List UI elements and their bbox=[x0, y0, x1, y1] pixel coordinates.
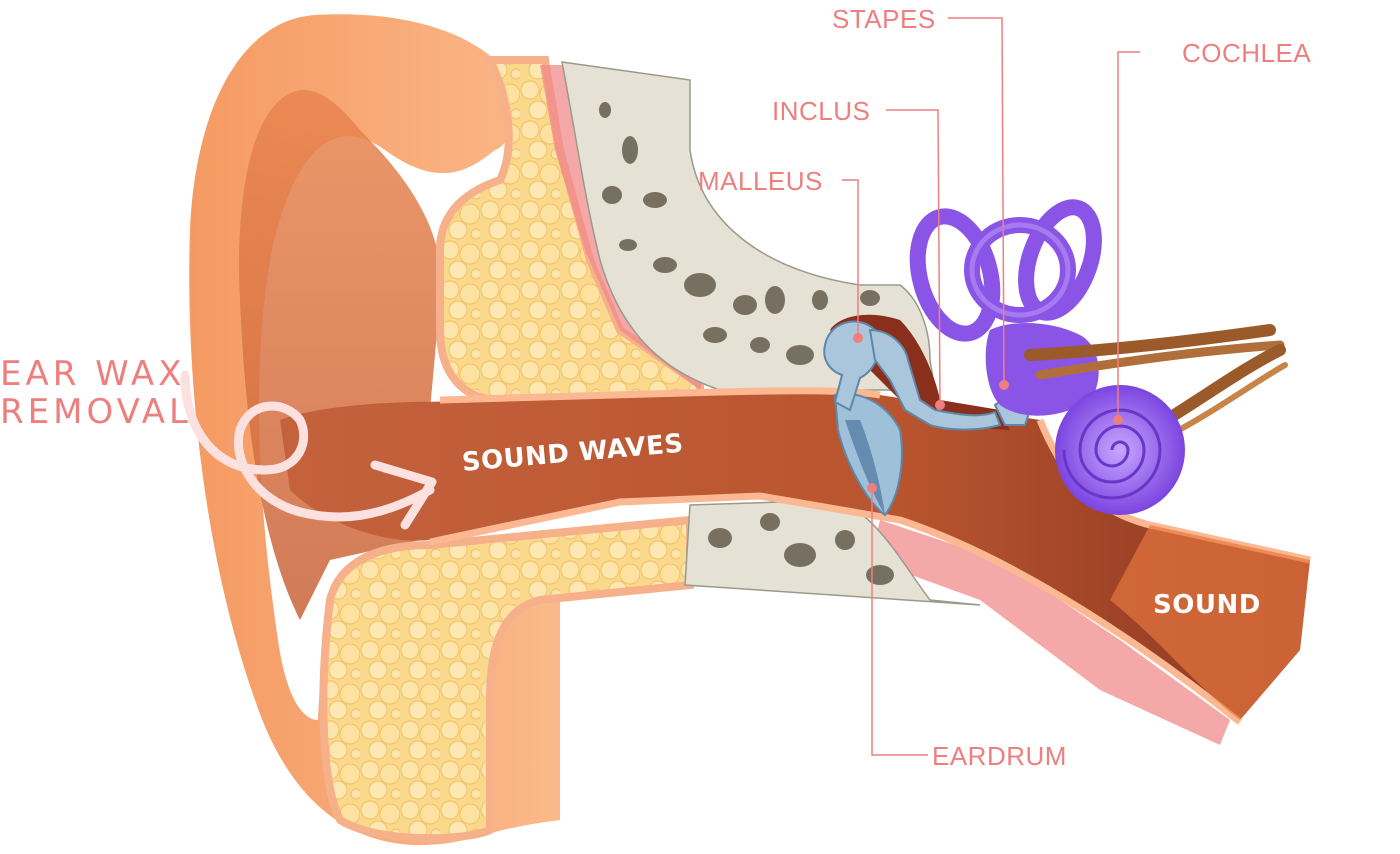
label-sound: SOUND bbox=[1153, 590, 1261, 620]
label-ear-wax-line2: REMOVAL bbox=[0, 392, 192, 432]
leader-dots bbox=[853, 333, 1123, 493]
vestibule bbox=[985, 323, 1099, 416]
incus-bone bbox=[868, 328, 1002, 431]
label-inclus: INCLUS bbox=[772, 96, 871, 126]
canal-outline-bottom bbox=[429, 492, 1243, 725]
label-stapes: STAPES bbox=[832, 4, 936, 34]
bone-pores-lower bbox=[708, 513, 894, 585]
ear-wax-arrow bbox=[180, 370, 437, 530]
lower-muscle bbox=[870, 520, 1230, 745]
malleus-bone bbox=[823, 320, 880, 412]
label-eardrum: EARDRUM bbox=[932, 741, 1067, 771]
label-ear-wax-removal: EAR WAX REMOVAL bbox=[0, 355, 192, 431]
canal-outline-top bbox=[439, 387, 881, 404]
bone-pores-upper bbox=[599, 102, 880, 365]
cochlea-shape bbox=[1055, 385, 1185, 515]
ear-canal bbox=[280, 391, 1310, 720]
inner-canal-shade bbox=[1110, 525, 1310, 720]
leader-lines bbox=[842, 17, 1140, 756]
label-cochlea: COCHLEA bbox=[1182, 38, 1312, 68]
lower-fat-tissue bbox=[319, 515, 694, 843]
label-ear-wax-line1: EAR WAX bbox=[0, 354, 186, 394]
label-malleus: MALLEUS bbox=[698, 166, 823, 196]
semicircular-canals bbox=[909, 199, 1102, 342]
